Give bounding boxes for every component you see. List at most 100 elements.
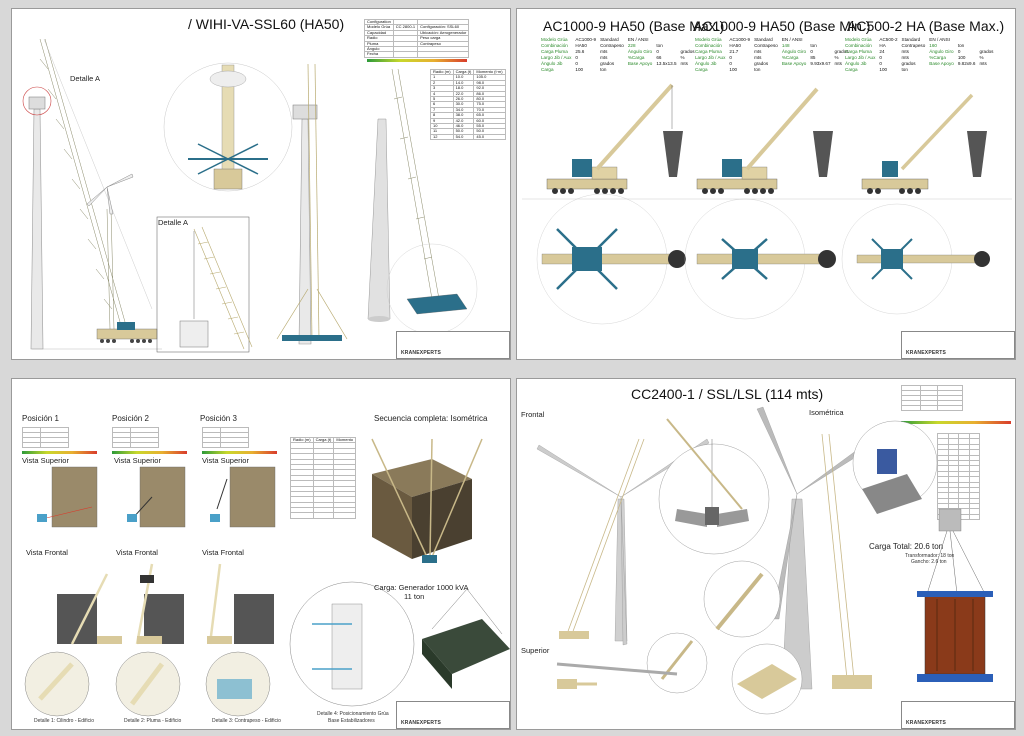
- load-table-row: [937, 438, 981, 445]
- vista-superior-2: Vista Superior: [114, 456, 161, 465]
- detail-a-box: [156, 216, 250, 353]
- sheet2-drawing: [522, 83, 1012, 325]
- detail-a-label: Detalle A: [70, 74, 101, 83]
- carga-total: Carga Total: 20.6 ton: [869, 542, 944, 551]
- vista-superior-1: Vista Superior: [22, 456, 69, 465]
- transformer-load: [917, 508, 993, 682]
- position-2-title: Posición 2: [112, 414, 149, 423]
- detail-a-circle: [22, 86, 52, 116]
- iso-tower: [367, 118, 391, 320]
- generator-container: [422, 588, 510, 689]
- load-table-row: [937, 481, 981, 488]
- ac1000-basemax-title: AC1000-9 HA50 (Base Max.): [543, 18, 725, 34]
- detail-2-label: Detalle 2: Pluma - Edificio: [124, 718, 182, 724]
- hook-detail-circle: [646, 632, 708, 694]
- detail-4-sub: Base Estabilizadores: [328, 718, 375, 724]
- mobile-crane-side-3: [861, 93, 974, 194]
- load-table-row: [937, 459, 981, 467]
- vista-frontal-1: Vista Frontal: [26, 548, 68, 557]
- sheet-ac1000-comparison: AC1000-9 HA50 (Base Max.) AC1000-9 HA50 …: [516, 8, 1016, 360]
- iso-building: [371, 438, 483, 563]
- load-table-row: [937, 492, 981, 499]
- load-gauge: [367, 59, 467, 62]
- rotor-on-hook: [86, 173, 134, 215]
- lattice-boom: [39, 38, 128, 330]
- cargo-label: Carga: Generador 1000 kVA: [374, 583, 469, 592]
- sheet3-load-table: Radio (m)Carga (t)Momento: [290, 436, 357, 519]
- plan-view-2: [684, 198, 836, 320]
- load-table-row: [937, 486, 981, 494]
- sheet-wind-turbine-ssl60: / WIHI-VA-SSL60 (HA50): [11, 8, 511, 360]
- detail-1-label: Detalle 1: Cilindro - Edificio: [34, 718, 95, 724]
- gancho-weight: Gancho: 2.6 ton: [911, 559, 947, 565]
- frontal-detail-circle: [658, 443, 770, 555]
- iso-crane-boom: [391, 68, 440, 300]
- front-view-2: [135, 563, 184, 645]
- front-crane-boom: [276, 63, 348, 340]
- front-view-3: [207, 563, 274, 645]
- iso-crawler-boom: [821, 433, 855, 680]
- vista-superior-3: Vista Superior: [202, 456, 249, 465]
- cone-load-1: [663, 131, 683, 177]
- cone-load-3: [967, 131, 987, 177]
- hook-load: [179, 320, 209, 348]
- mobile-crane-side-1: [546, 83, 674, 194]
- kranexperts-logo: KRANEXPERTS: [906, 350, 946, 356]
- top-view-building-2: [127, 466, 186, 528]
- sheet3-drawing: [24, 438, 510, 717]
- frontal-label: Frontal: [521, 410, 545, 419]
- detail-boom: [193, 226, 253, 350]
- mobile-crane-side-2: [696, 87, 819, 194]
- top-view-building-3: [210, 466, 276, 528]
- position-3-title: Posición 3: [200, 414, 237, 423]
- sheet4-load-table: [937, 432, 981, 521]
- front-crane-base: [282, 335, 342, 341]
- sheet3-title-block: KRANEXPERTS: [396, 701, 510, 729]
- isometric-sequence-title: Secuencia completa: Isométrica: [374, 414, 488, 423]
- load-table-row: [937, 454, 981, 461]
- load-table-row: [937, 443, 981, 451]
- sheet4-drawing: [536, 406, 993, 715]
- load-table-row: [937, 497, 981, 505]
- detail-4-label: Detalle 4: Posicionamiento Grúa: [317, 711, 389, 717]
- sheet-cc2400-transformer: CC2400-1 / SSL/LSL (114 mts) Frontal Iso…: [516, 378, 1016, 730]
- front-view-1: [57, 573, 122, 645]
- cone-load-2: [813, 131, 833, 177]
- pos3-table: [201, 426, 249, 449]
- load-table-row: [937, 503, 981, 510]
- sheet4-info-table: [900, 384, 963, 412]
- kranexperts-logo: KRANEXPERTS: [401, 720, 441, 726]
- load-table-row: [937, 470, 981, 478]
- superior-label: Superior: [521, 646, 550, 655]
- frontal-crawler-boom: [566, 438, 645, 635]
- kranexperts-logo: KRANEXPERTS: [401, 350, 441, 356]
- kranexperts-logo: KRANEXPERTS: [906, 720, 946, 726]
- load-table-row: [937, 449, 981, 456]
- detail-a-box-label: Detalle A: [158, 218, 189, 227]
- superior-turbine-view: [556, 662, 678, 689]
- cargo-weight: 11 ton: [404, 592, 425, 601]
- plan-view-3: [841, 203, 990, 315]
